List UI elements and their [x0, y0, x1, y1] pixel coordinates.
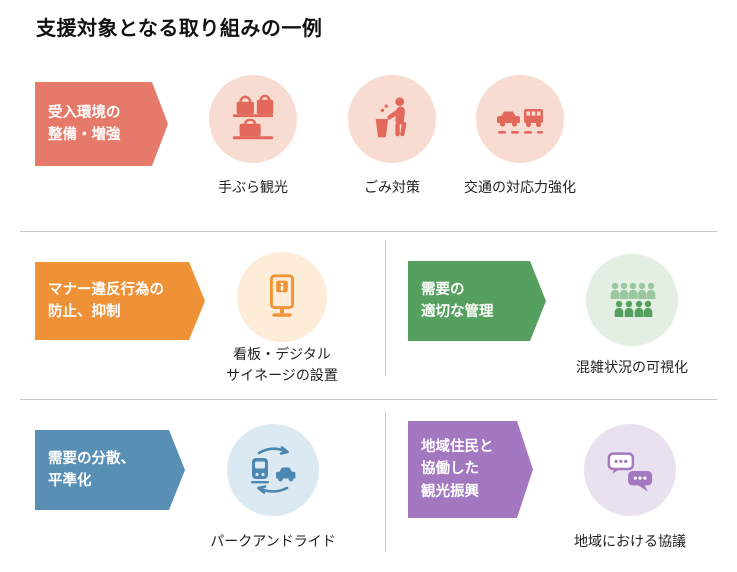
icon-circle-traffic [476, 75, 564, 163]
speech-bubbles-icon [607, 452, 653, 492]
divider-horizontal-1 [20, 231, 717, 232]
category-label: 受入環境の 整備・増強 [48, 104, 121, 143]
item-caption-traffic: 交通の対応力強化 [464, 179, 576, 195]
divider-vertical-2 [385, 412, 386, 552]
car-bus-traffic-icon [497, 109, 543, 134]
icon-circle-garbage [348, 75, 436, 163]
item-caption-signage: 看板・デジタル サイネージの設置 [226, 346, 338, 383]
icon-circle-discussion [584, 424, 676, 516]
category-arrow-demand-management: 需要の 適切な管理 [408, 261, 546, 341]
crowd-people-icon [610, 282, 656, 317]
luggage-shelf-icon [232, 94, 274, 140]
category-label: マナー違反行為の 防止、抑制 [48, 281, 164, 320]
park-and-ride-icon [251, 446, 296, 494]
divider-horizontal-2 [20, 399, 717, 400]
item-caption-local-discussion: 地域における協議 [574, 533, 686, 549]
category-arrow-local-collaboration: 地域住民と 協働した 観光振興 [408, 421, 533, 518]
divider-vertical-1 [385, 240, 386, 376]
item-caption-congestion: 混雑状況の可視化 [576, 359, 688, 375]
category-label: 需要の分散、 平準化 [48, 450, 135, 489]
category-arrow-manner-violation: マナー違反行為の 防止、抑制 [35, 262, 205, 340]
digital-signage-icon [269, 274, 295, 317]
category-arrow-reception-environment: 受入環境の 整備・増強 [35, 82, 168, 166]
icon-circle-crowd [586, 254, 678, 346]
item-caption-hands-free-tourism: 手ぶら観光 [218, 179, 288, 195]
trash-disposal-icon [375, 97, 407, 138]
item-caption-garbage: ごみ対策 [364, 179, 420, 195]
category-label: 需要の 適切な管理 [421, 281, 494, 320]
category-arrow-demand-dispersion: 需要の分散、 平準化 [35, 430, 185, 510]
icon-circle-hands-free-tourism [209, 75, 297, 163]
icon-circle-signage [237, 252, 327, 342]
item-caption-park-and-ride: パークアンドライド [210, 533, 336, 549]
category-label: 地域住民と 協働した 観光振興 [421, 438, 494, 500]
page-title: 支援対象となる取り組みの一例 [36, 18, 323, 40]
icon-circle-park-and-ride [227, 424, 319, 516]
